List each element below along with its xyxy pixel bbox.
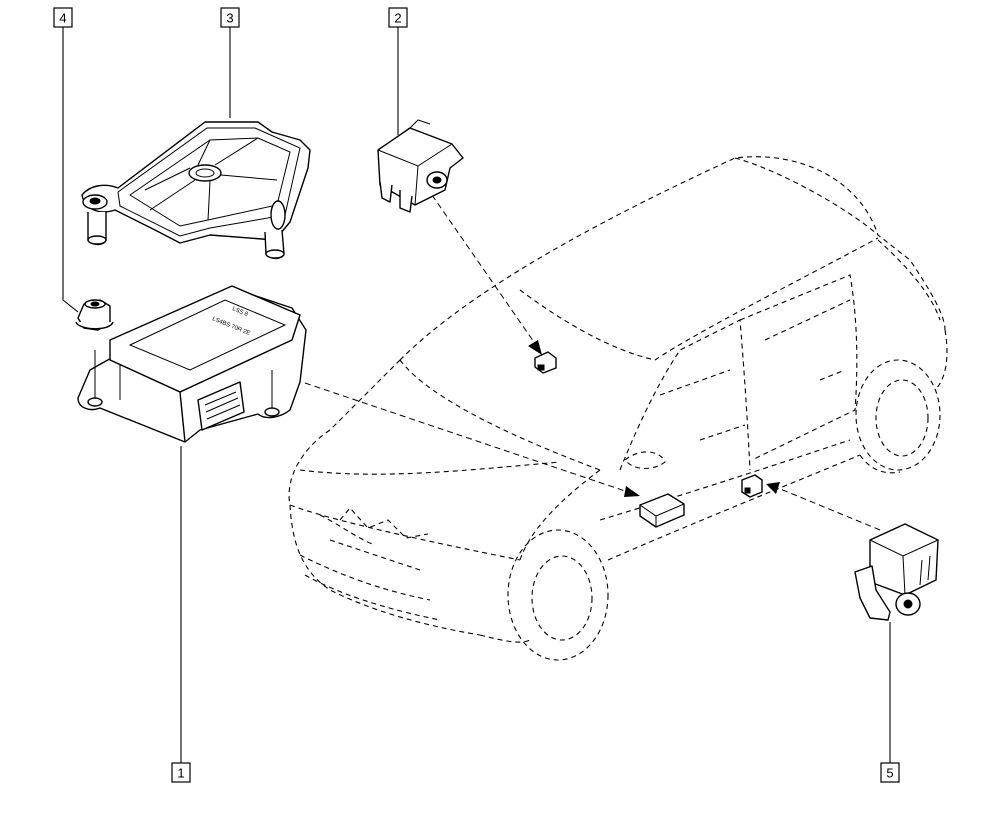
callout-5-label: 5 — [886, 766, 893, 781]
leader-line-4 — [62, 27, 79, 313]
arrowhead-sensor-5 — [766, 482, 780, 494]
installed-sensor-2-marker — [534, 351, 557, 374]
locator-lines — [304, 194, 881, 531]
installed-sensor-5-marker — [741, 474, 763, 498]
installed-ecu-marker — [639, 493, 685, 528]
callout-1-label: 1 — [177, 766, 184, 781]
leader-lines — [62, 27, 891, 763]
locator-line-ecu — [304, 382, 629, 493]
callout-1: 1 — [171, 762, 191, 783]
callout-3-label: 3 — [226, 11, 233, 26]
callout-2: 2 — [388, 7, 408, 28]
unit-marking-line1: LSS 8 — [231, 306, 249, 318]
mounting-nut — [75, 299, 114, 331]
impact-sensor-side — [854, 523, 939, 621]
arrowhead-ecu — [624, 486, 640, 497]
callout-5: 5 — [880, 762, 900, 783]
impact-sensor-front — [377, 119, 464, 213]
callout-4: 4 — [53, 7, 73, 28]
callout-3: 3 — [220, 7, 240, 28]
callout-2-label: 2 — [394, 11, 401, 26]
locator-line-sensor-2 — [431, 194, 537, 346]
mounting-bracket — [81, 121, 311, 260]
vehicle-outline — [288, 156, 948, 661]
locator-line-sensor-5 — [777, 487, 881, 531]
arrowhead-sensor-2 — [528, 340, 542, 355]
callout-4-label: 4 — [59, 11, 66, 26]
airbag-control-unit: LSS 8 LS4BS 70R 2E — [77, 285, 307, 443]
